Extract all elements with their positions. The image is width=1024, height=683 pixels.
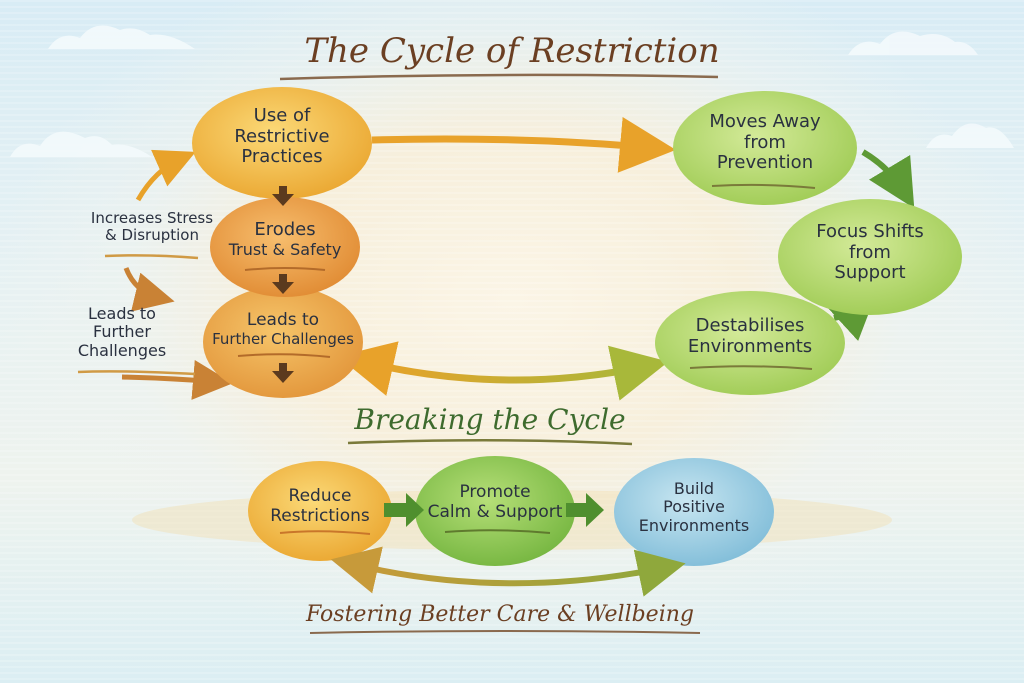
node-shape-moves-away-prevention[interactable] [673, 91, 857, 205]
node-label-destabilises-environments: Destabilises Environments [670, 315, 830, 357]
node-shape-build-positive[interactable] [614, 458, 774, 566]
node-label-focus-shifts-support: Focus Shifts from Support [790, 221, 950, 284]
arrow-side-to-challenges-node [121, 359, 233, 400]
node-label-reduce-restrictions: Reduce Restrictions [250, 486, 390, 526]
arrow-stress-to-challenges [123, 267, 175, 312]
node-underline [444, 529, 551, 534]
cloud-icon [10, 131, 152, 157]
label-line: Further [93, 322, 151, 342]
label-line: Erodes [254, 219, 316, 240]
arrow-down-icon [272, 363, 294, 383]
node-underline [689, 365, 813, 370]
label-line: Support [834, 262, 906, 284]
node-shape-promote-calm[interactable] [415, 456, 575, 566]
arrow-between-challenges-destabilises [337, 341, 669, 401]
label-line: Build [673, 479, 715, 498]
label-line: Environments [638, 515, 750, 535]
node-label-use-restrictive-practices: Use of Restrictive Practices [202, 105, 362, 168]
label-line: Environments [687, 335, 813, 357]
label-line: Further Challenges [212, 329, 354, 348]
node-label-leads-further-challenges: Leads to Further Challenges [198, 310, 368, 348]
arrow-stress-to-use [135, 149, 196, 202]
label-line: Use of [253, 105, 311, 126]
title-underline [279, 73, 719, 81]
side-label-increases-stress: Increases Stress & Disruption [78, 209, 226, 245]
label-line: Moves Away [709, 111, 821, 132]
label-line: Focus Shifts [816, 221, 924, 242]
node-shape-erodes-trust[interactable] [210, 197, 360, 297]
node-label-build-positive: Build Positive Environments [619, 479, 769, 535]
label-line: Destabilises [695, 315, 805, 336]
node-underline [237, 353, 331, 358]
label-line: from [849, 241, 891, 263]
label-line: Leads to [88, 304, 156, 323]
arrow-down-icon [272, 186, 294, 206]
label-line: Positive [663, 497, 725, 517]
subtitle-underline [347, 438, 633, 446]
node-label-erodes-trust: Erodes Trust & Safety [210, 219, 360, 259]
label-line: from [744, 131, 786, 153]
node-underline [244, 267, 326, 271]
node-shape-reduce-restrictions[interactable] [248, 461, 392, 561]
label-line: Leads to [246, 310, 320, 330]
label-line: Practices [241, 146, 323, 168]
cloud-icon [48, 25, 195, 49]
arrow-down-icon [272, 274, 294, 294]
arrow-to-moves-away [371, 117, 676, 173]
label-line: & Disruption [105, 226, 199, 245]
label-line: Restrictive [234, 125, 330, 147]
arrow-to-focus-shifts [861, 149, 915, 209]
arrow-right-icon [566, 493, 604, 527]
arrow-right-icon [384, 493, 424, 527]
side-label-leads-further-challenges: Leads to Further Challenges [62, 304, 182, 360]
arrow-loop-build-to-reduce [330, 546, 686, 597]
side-label-underline [77, 370, 196, 376]
node-shape-destabilises-environments[interactable] [655, 291, 845, 395]
page-title: The Cycle of Restriction [304, 31, 720, 71]
node-label-moves-away-prevention: Moves Away from Prevention [685, 111, 845, 174]
label-line: Challenges [77, 340, 167, 360]
label-line: Reduce [288, 486, 352, 506]
label-line: Restrictions [270, 505, 370, 526]
label-line: Trust & Safety [228, 239, 342, 259]
node-shape-use-restrictive-practices[interactable] [192, 87, 372, 199]
label-line: Prevention [716, 152, 814, 174]
label-line: Increases Stress [90, 209, 214, 227]
footer-caption: Fostering Better Care & Wellbeing [305, 602, 694, 627]
section-title-breaking-cycle: Breaking the Cycle [354, 403, 626, 436]
node-shape-leads-further-challenges[interactable] [203, 286, 363, 398]
node-underline [711, 183, 816, 189]
node-shape-focus-shifts-support[interactable] [778, 199, 962, 315]
cloud-icon [848, 31, 978, 55]
footer-underline [309, 630, 701, 634]
cloud-icon [926, 123, 1014, 148]
side-label-underline [104, 254, 199, 260]
node-label-promote-calm: Promote Calm & Support [420, 482, 570, 522]
node-underline [279, 530, 371, 535]
label-line: Promote [459, 482, 531, 502]
label-line: Calm & Support [427, 501, 563, 522]
